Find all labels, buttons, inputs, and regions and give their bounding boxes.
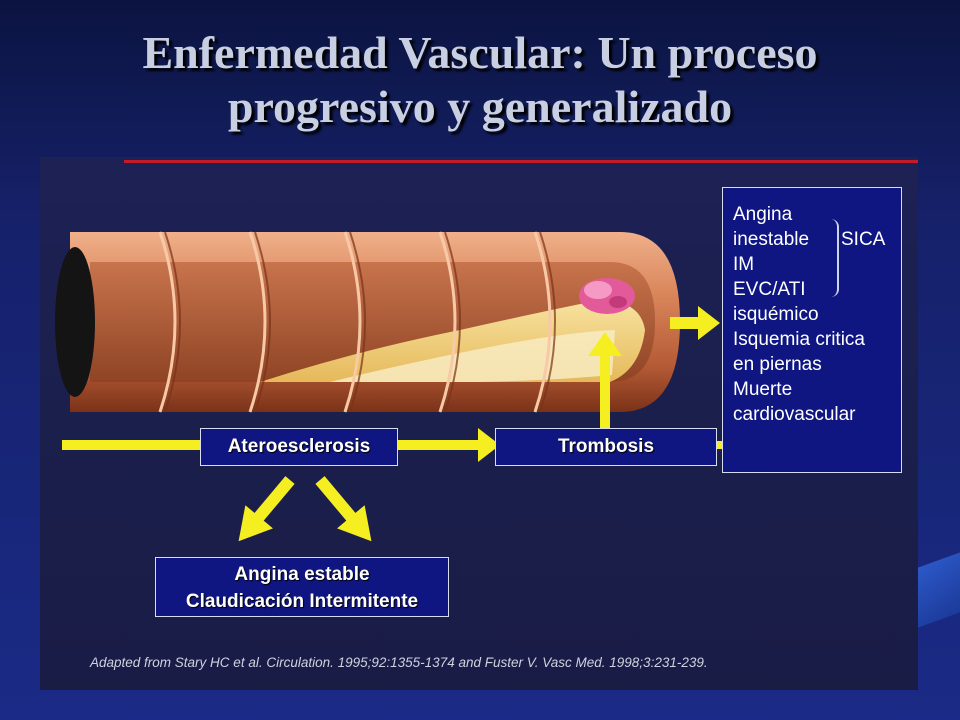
thrombus-mark <box>579 278 635 314</box>
event-im: IM <box>733 254 755 275</box>
atherosclerosis-label: Ateroesclerosis <box>227 436 371 457</box>
accent-rule <box>124 160 918 163</box>
claudication-label: Claudicación Intermitente <box>185 591 419 612</box>
stable-manifestations-box: Angina estable Claudicación Intermitente <box>155 557 449 617</box>
arrow-diag-right-head <box>337 505 372 542</box>
event-isquemia-line2: en piernas <box>733 354 822 375</box>
arrow-diag-left-head <box>238 505 273 542</box>
event-evc-line2: isquémico <box>733 304 819 325</box>
clinical-events-box: Angina inestable SICA IM EVC/ATI isquémi… <box>722 187 902 473</box>
artery-rings <box>158 231 552 413</box>
artery-tube <box>55 232 680 412</box>
arrow-diag-left-shaft <box>253 476 295 523</box>
event-angina-line2-row: inestable SICA <box>733 219 901 297</box>
title-line-1: Enfermedad Vascular: Un proceso <box>142 27 818 78</box>
event-angina-line2: inestable <box>733 229 810 250</box>
sica-label: SICA <box>841 229 886 250</box>
arrow-head-main <box>478 428 500 462</box>
arrow-up-head <box>588 332 622 356</box>
stable-angina-label: Angina estable <box>234 564 370 585</box>
title-line-2: progresivo y generalizado <box>227 81 733 132</box>
thrombosis-label: Trombosis <box>557 436 655 457</box>
event-muerte-line1: Muerte <box>733 379 793 400</box>
event-angina-line1: Angina <box>733 204 793 225</box>
event-evc-line1: EVC/ATI <box>733 279 806 300</box>
atherosclerosis-box: Ateroesclerosis <box>200 428 398 466</box>
arrow-to-events-shaft <box>670 317 700 329</box>
arrow-diag-right-shaft <box>315 476 357 523</box>
arrow-up-shaft <box>600 352 610 428</box>
citation: Adapted from Stary HC et al. Circulation… <box>90 655 708 670</box>
slide-title: Enfermedad Vascular: Un proceso progresi… <box>40 26 920 134</box>
event-muerte-line2: cardiovascular <box>733 404 856 425</box>
arrow-to-events-head <box>698 306 720 340</box>
event-isquemia-line1: Isquemia critica <box>733 329 865 350</box>
sica-brace <box>829 219 839 297</box>
thrombosis-box: Trombosis <box>495 428 717 466</box>
arrow-connector <box>715 441 723 449</box>
